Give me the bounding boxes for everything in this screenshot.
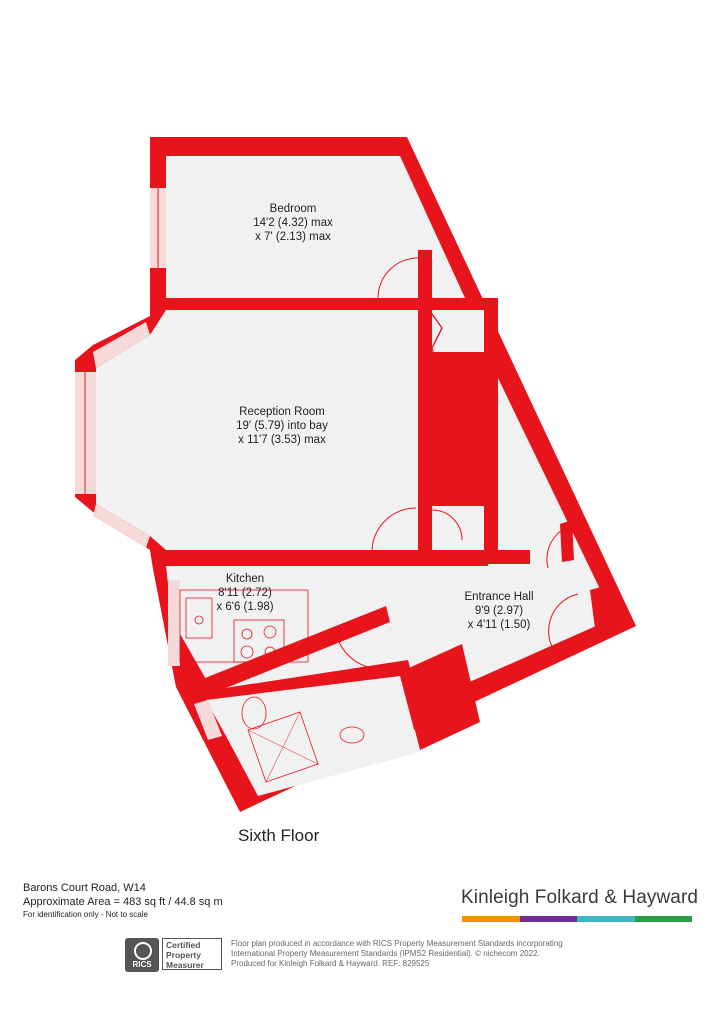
kitchen-name: Kitchen (226, 573, 264, 585)
cupboard-floor (432, 502, 488, 552)
kitchen-dim1: 8'11 (2.72) (218, 587, 272, 599)
kitchen-hall-floor (166, 378, 614, 704)
hall-dim1: 9'9 (2.97) (475, 605, 523, 617)
wardrobe-front (418, 298, 488, 310)
reception-door (371, 507, 417, 553)
bedroom-name: Bedroom (270, 203, 317, 215)
cupboard-wall (418, 496, 488, 506)
bedroom-wall (166, 298, 378, 310)
brand-color-bar (462, 916, 692, 922)
bath-window (194, 700, 222, 740)
disclaimer-line: Produced for Kinleigh Folkard & Hayward.… (231, 959, 430, 968)
brand-bar-purple (519, 916, 577, 922)
kitchen-door (337, 639, 405, 670)
entrance-door (548, 593, 579, 661)
rics-cert-box: Certified Property Measurer (162, 938, 222, 970)
address-block: Barons Court Road, W14 Approximate Area … (23, 881, 223, 921)
hall-partition (418, 550, 530, 564)
storage-wall (484, 298, 498, 560)
hall-name: Entrance Hall (464, 591, 533, 603)
bay-window-lower (93, 504, 150, 548)
basin-icon (339, 726, 365, 744)
hob-icon (233, 619, 285, 663)
disclaimer-line: International Property Measurement Stand… (231, 949, 540, 958)
address-line: Barons Court Road, W14 (23, 882, 146, 894)
bedroom-floor (166, 156, 465, 298)
sink-icon (185, 597, 213, 639)
bedroom-dim2: x 7' (2.13) max (255, 231, 331, 243)
reception-dim2: x 11'7 (3.53) max (238, 434, 326, 446)
rics-seal-icon: RICS (125, 938, 159, 972)
toilet-icon (241, 696, 267, 730)
store-door (546, 529, 563, 569)
rics-cert-line: Certified (166, 940, 201, 950)
reception-kitchen-wall (166, 552, 370, 566)
bathroom-floor (206, 676, 420, 796)
floor-plan: Bedroom 14'2 (4.32) max x 7' (2.13) max … (75, 137, 636, 812)
reception-dim1: 19' (5.79) into bay (236, 420, 328, 432)
brand-bar-teal (577, 916, 635, 922)
brand-bar-green (634, 916, 692, 922)
brand-bar-orange (462, 916, 520, 922)
wardrobe-wall (418, 250, 432, 310)
kitchen-bath-wall (200, 606, 390, 696)
bedroom-dim1: 14'2 (4.32) max (253, 217, 333, 229)
hall-stub-wall (560, 520, 574, 562)
bedroom-door (377, 257, 419, 299)
area-line: Approximate Area = 483 sq ft / 44.8 sq m (23, 896, 223, 908)
disclaimer-line: Floor plan produced in accordance with R… (231, 939, 563, 948)
rics-cert-line: Measurer (166, 960, 204, 970)
storage-floor (432, 310, 484, 352)
floor-label: Sixth Floor (238, 826, 320, 845)
bay-window-upper (93, 322, 150, 368)
rics-badge: RICS Certified Property Measurer (125, 938, 223, 972)
reception-floor (96, 310, 418, 550)
cupboard-door (431, 509, 463, 541)
rics-cert-line: Property (166, 950, 201, 960)
reception-name: Reception Room (239, 406, 325, 418)
hall-dim2: x 4'11 (1.50) (468, 619, 531, 631)
scale-note: For identification only - Not to scale (23, 910, 148, 919)
rics-seal-text: RICS (132, 960, 152, 969)
riser-block (400, 644, 480, 750)
kitchen-window (168, 580, 180, 666)
hall-stub-wall-2 (590, 584, 616, 636)
brand-name: Kinleigh Folkard & Hayward (461, 887, 699, 908)
kitchen-dim2: x 6'6 (1.98) (216, 601, 273, 613)
reception-side-wall (418, 500, 432, 552)
disclaimer: Floor plan produced in accordance with R… (231, 939, 591, 969)
